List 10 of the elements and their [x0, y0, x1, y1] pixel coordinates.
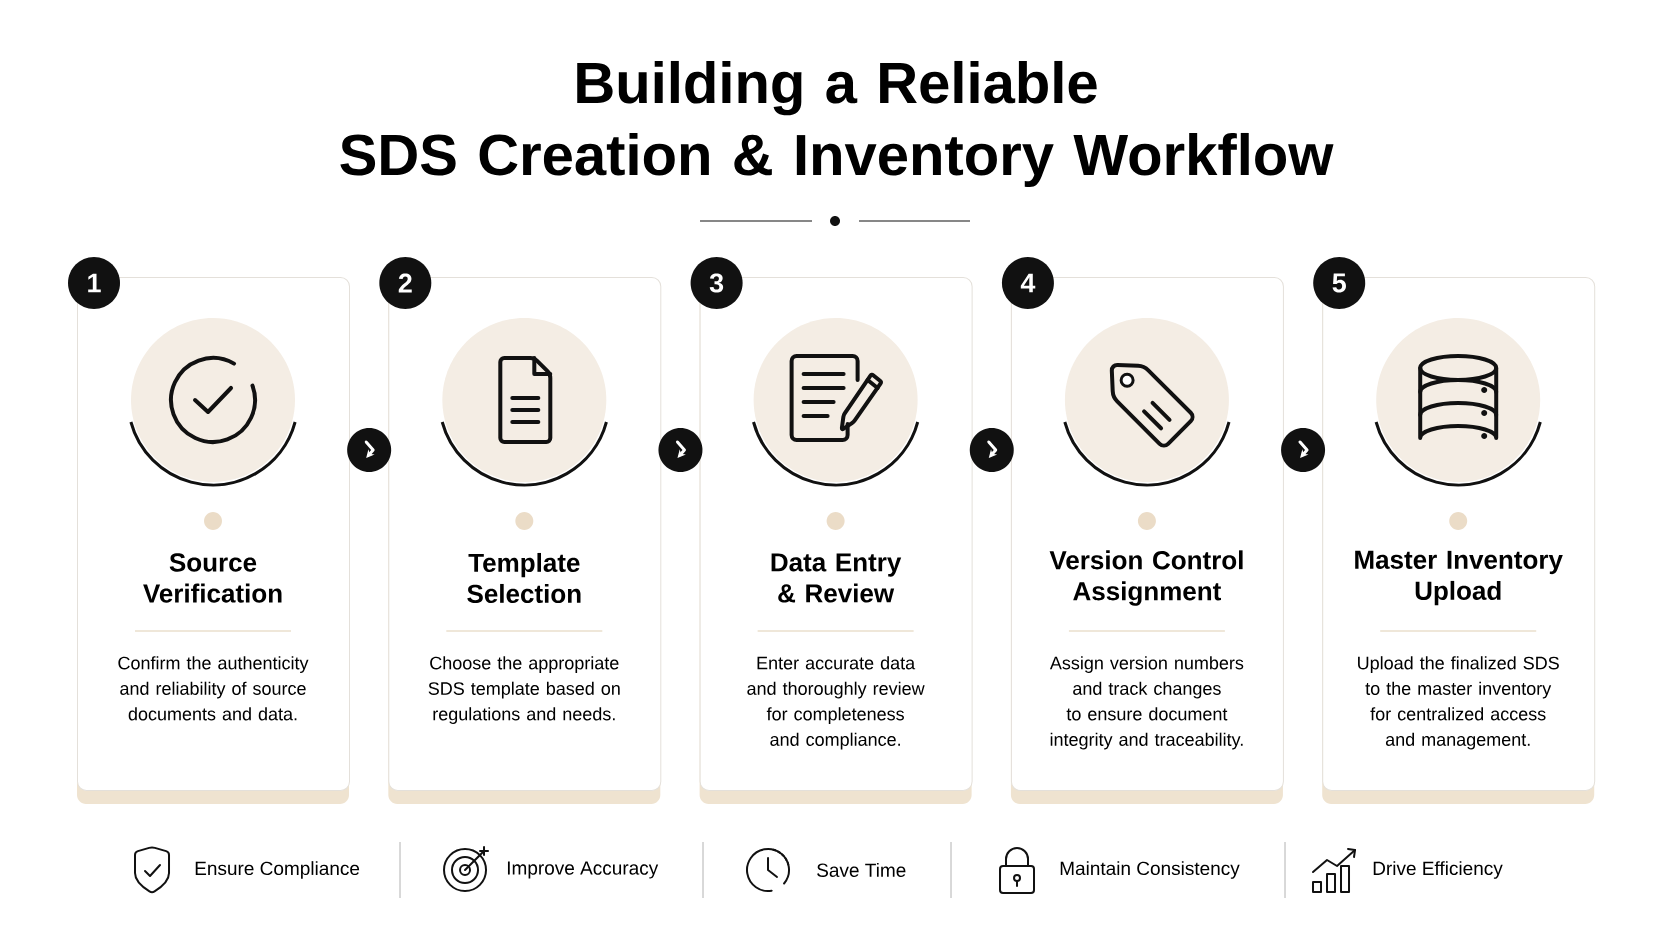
benefit-label: Improve Accuracy: [507, 861, 659, 879]
arrow: [347, 428, 392, 472]
benefit-label: Drive Efficiency: [1373, 861, 1503, 879]
arrow: [1281, 428, 1326, 472]
benefit-label: Save Time: [817, 863, 906, 877]
arrow: [658, 428, 703, 472]
title: Building a Reliable SDS Creation & Inventory Workflow: [340, 60, 1334, 187]
benefit-label: Maintain Consistency: [1060, 861, 1240, 879]
benefit-label: Ensure Compliance: [195, 861, 360, 879]
arrow: [969, 428, 1014, 472]
